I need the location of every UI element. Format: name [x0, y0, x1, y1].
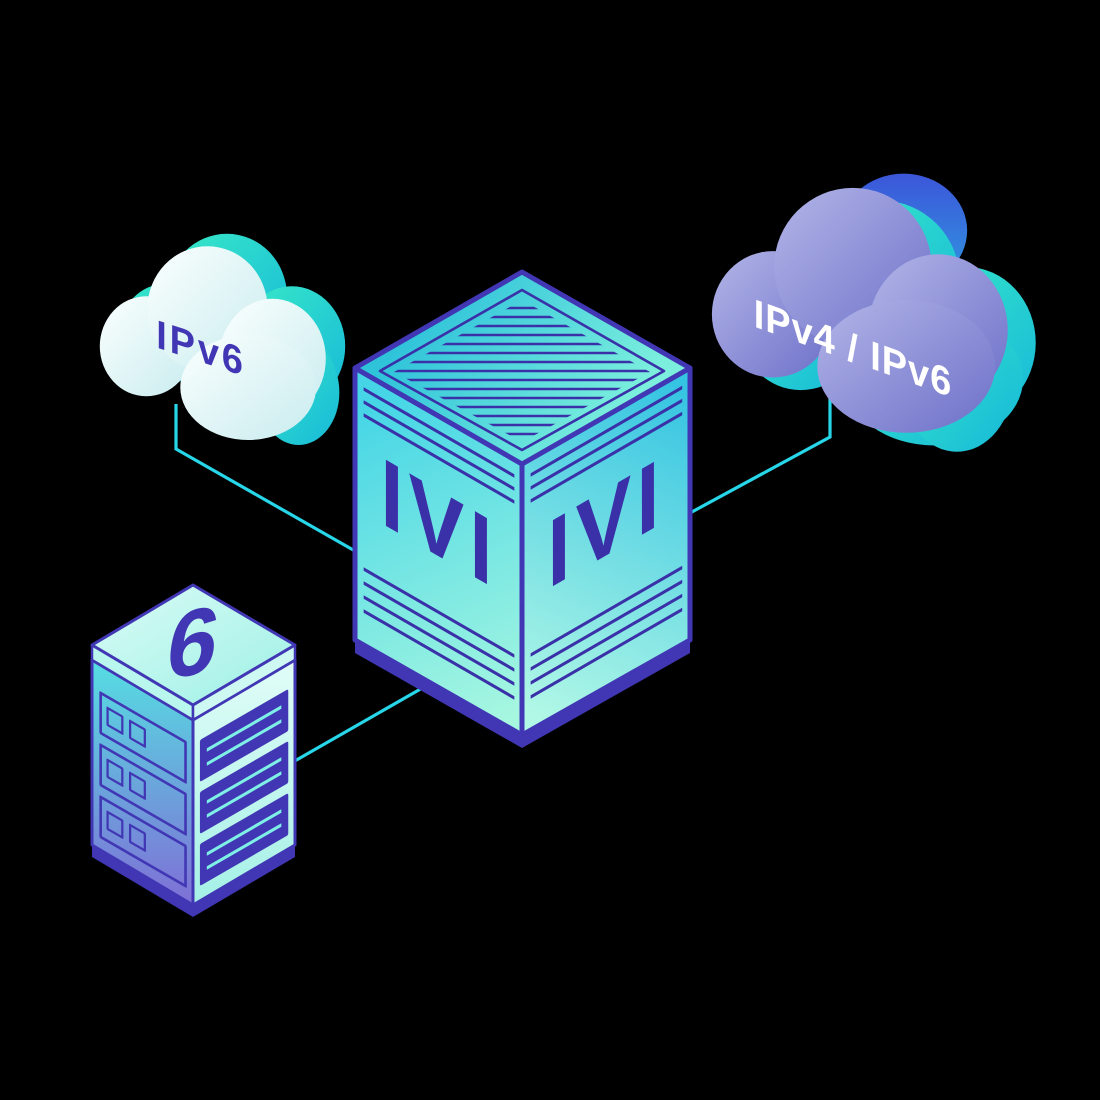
connector-server-to-ivi	[292, 681, 432, 764]
ivi-translator-box: IVI IVI	[352, 269, 693, 748]
server-top-face	[90, 583, 297, 707]
connector-ipv6-cloud-to-ivi	[174, 404, 356, 553]
ivi-box-right-bottom-stripes	[530, 565, 683, 699]
ivi-box-top-lines	[394, 306, 650, 436]
server-left-slats	[99, 691, 187, 888]
ivi-box-top-face	[352, 269, 693, 467]
server-right-slats	[199, 689, 289, 886]
server-base-rim	[92, 845, 295, 917]
ivi-box-left-top-stripes	[363, 387, 515, 504]
ipv6-server-rack: 6	[90, 583, 297, 917]
ivi-box-left-bottom-stripes	[363, 567, 515, 700]
ivi-box-right-top-stripes	[530, 385, 683, 503]
connector-ipv4-cloud-to-ivi	[689, 396, 832, 515]
ivi-box-top-inset-border	[378, 288, 666, 452]
ipv6-cloud: IPv6	[99, 233, 346, 445]
connector-lines	[174, 396, 832, 764]
ipv4-ipv6-cloud: IPv4 / IPv6	[711, 173, 1036, 452]
